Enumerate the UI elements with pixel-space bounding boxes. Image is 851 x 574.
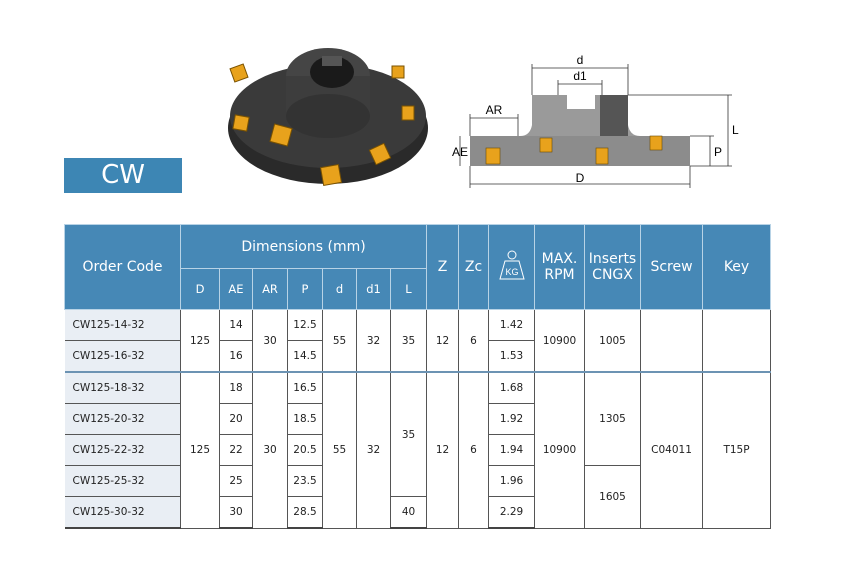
cell-AE: 14	[219, 309, 253, 341]
table-row: CW125-14-32 125 14 30 12.5 55 32 35 12 6…	[64, 309, 772, 373]
cell-AE: 20	[219, 403, 253, 435]
cell-d: 55	[322, 371, 357, 529]
header-max-rpm: MAX.RPM	[534, 224, 586, 310]
label-ae: AE	[452, 145, 468, 159]
cell-kg: 2.29	[488, 496, 536, 529]
header-d: d	[322, 268, 357, 310]
cell-inserts: 1305	[584, 371, 642, 466]
cell-rpm: 10900	[534, 371, 586, 529]
cell-kg: 1.94	[488, 434, 536, 466]
cell-AE: 16	[219, 340, 253, 373]
cell-AE: 22	[219, 434, 253, 466]
cell-key	[702, 309, 772, 373]
order-code: CW125-14-32	[64, 309, 181, 341]
header-z: Z	[426, 224, 460, 310]
label-d1: d1	[573, 69, 587, 83]
order-code: CW125-16-32	[64, 340, 181, 373]
dimension-diagram: d d1 AR AE P L D	[452, 53, 739, 188]
svg-text:KG: KG	[505, 267, 518, 277]
table-row: CW125-16-32 16 14.5 1.53	[64, 340, 771, 373]
cell-Zc: 6	[458, 371, 490, 529]
cell-kg: 1.68	[488, 371, 536, 404]
cell-AE: 18	[219, 371, 253, 404]
cell-L: 35	[389, 371, 428, 497]
spec-table: Order Code Dimensions (mm) Z Zc KG MAX.R…	[64, 224, 772, 529]
header-order-code: Order Code	[64, 224, 181, 310]
cell-Z: 12	[426, 371, 460, 529]
cell-kg: 1.42	[488, 309, 536, 341]
header-dimensions: Dimensions (mm)	[179, 224, 428, 269]
product-title: CW	[64, 158, 182, 193]
header-AR: AR	[252, 268, 288, 310]
table-row: CW125-30-32 30 28.5 40 2.29	[64, 496, 771, 529]
cell-AE: 30	[219, 496, 253, 529]
cell-D: 125	[180, 309, 220, 373]
cell-P: 12.5	[287, 309, 323, 341]
table-row: CW125-22-32 22 20.5 1.94	[64, 434, 771, 466]
header-AE: AE	[219, 268, 253, 310]
cell-key: T15P	[702, 371, 772, 529]
weight-kg-icon: KG	[498, 250, 525, 279]
cell-D: 125	[180, 371, 220, 529]
cell-P: 20.5	[287, 434, 323, 466]
cell-P: 23.5	[287, 465, 323, 497]
table-row: CW125-18-32 125 18 30 16.5 55 32 35 12 6…	[64, 371, 772, 529]
cell-d: 55	[322, 309, 357, 373]
cell-P: 16.5	[287, 371, 323, 404]
label-ar: AR	[486, 103, 503, 117]
cell-inserts: 1005	[584, 309, 642, 373]
cell-P: 14.5	[287, 340, 323, 373]
cell-L: 40	[389, 496, 428, 529]
cell-AE: 25	[219, 465, 253, 497]
table-row: CW125-25-32 25 23.5 1.96 1605	[64, 465, 771, 529]
cell-AR: 30	[252, 309, 288, 373]
cell-kg: 1.92	[488, 403, 536, 435]
label-p: P	[714, 145, 722, 159]
header-zc: Zc	[458, 224, 490, 310]
header-D: D	[180, 268, 220, 310]
cutter-photo	[228, 48, 428, 187]
table-row: CW125-20-32 20 18.5 1.92	[64, 403, 771, 435]
label-l: L	[732, 123, 739, 137]
cell-d1: 32	[356, 371, 391, 529]
cell-P: 28.5	[287, 496, 323, 529]
label-D: D	[576, 171, 585, 185]
order-code: CW125-22-32	[64, 434, 181, 466]
cell-rpm: 10900	[534, 309, 586, 373]
order-code: CW125-20-32	[64, 403, 181, 435]
label-d: d	[577, 53, 584, 67]
cell-Zc: 6	[458, 309, 490, 373]
cell-kg: 1.96	[488, 465, 536, 497]
cell-AR: 30	[252, 371, 288, 529]
header-weight: KG	[488, 224, 536, 310]
cell-screw	[640, 309, 704, 373]
header-P: P	[287, 268, 323, 310]
cell-d1: 32	[356, 309, 391, 373]
cell-inserts: 1605	[584, 465, 642, 529]
order-code: CW125-30-32	[64, 496, 181, 529]
header-key: Key	[702, 224, 772, 310]
header-screw: Screw	[640, 224, 704, 310]
header-L: L	[389, 268, 428, 310]
cell-P: 18.5	[287, 403, 323, 435]
order-code: CW125-25-32	[64, 465, 181, 497]
cell-L: 35	[389, 309, 428, 373]
cell-Z: 12	[426, 309, 460, 373]
order-code: CW125-18-32	[64, 371, 181, 404]
cell-kg: 1.53	[488, 340, 536, 373]
header-d1: d1	[356, 268, 391, 310]
cell-screw: C04011	[640, 371, 704, 529]
